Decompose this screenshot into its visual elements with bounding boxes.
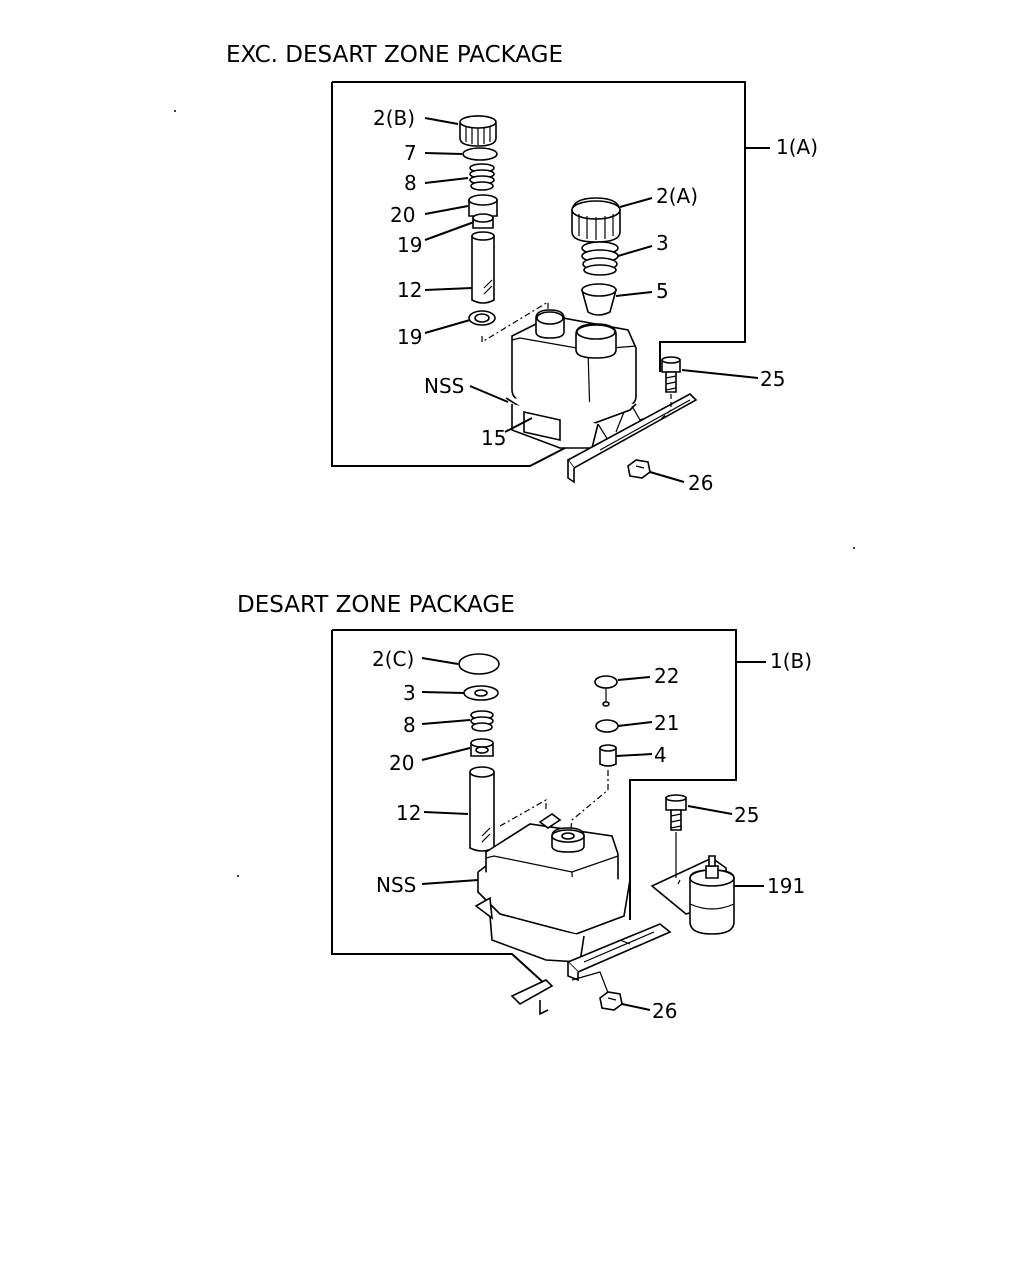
- connector-4: [599, 744, 617, 767]
- pipe-12-bottom: [469, 766, 495, 852]
- label-19-upper: 19: [397, 233, 422, 257]
- grommet-19-lower: [468, 310, 496, 326]
- fitting-20-bottom: [470, 738, 494, 757]
- label-20-bottom: 20: [389, 751, 414, 775]
- label-nss-bottom: NSS: [376, 873, 416, 897]
- label-12: 12: [397, 278, 422, 302]
- spring-8-bottom: [470, 710, 494, 732]
- gasket-7: [462, 147, 498, 161]
- cap-2c: [458, 653, 500, 675]
- label-1a: 1(A): [776, 135, 818, 159]
- label-1b: 1(B): [770, 649, 812, 673]
- label-2c: 2(C): [372, 647, 414, 671]
- label-25-bottom: 25: [734, 803, 759, 827]
- diagram-bottom-title: DESART ZONE PACKAGE: [237, 592, 515, 618]
- washer-21: [595, 719, 619, 733]
- scan-speck: [237, 875, 239, 877]
- nut-26-bottom: [599, 991, 623, 1011]
- label-nss: NSS: [424, 374, 464, 398]
- label-20: 20: [390, 203, 415, 227]
- tank-body-bottom: [474, 813, 631, 963]
- strainer-3: [581, 241, 619, 276]
- label-12-bottom: 12: [396, 801, 421, 825]
- label-15: 15: [481, 426, 506, 450]
- fitting-20: [468, 194, 498, 217]
- nut-26-top: [627, 459, 651, 479]
- scan-speck: [853, 547, 855, 549]
- label-3-bottom: 3: [403, 681, 416, 705]
- label-4: 4: [654, 743, 667, 767]
- assembly-boundary-1a: [331, 81, 746, 467]
- bolt-25-top: [659, 356, 681, 421]
- cap-2b: [459, 115, 497, 147]
- bolt-25-bottom: [665, 794, 687, 878]
- plug-22: [594, 675, 618, 707]
- label-191: 191: [767, 874, 805, 898]
- label-2a: 2(A): [656, 184, 698, 208]
- canister-191: [689, 855, 735, 935]
- label-19-lower: 19: [397, 325, 422, 349]
- diagram-top-title: EXC. DESART ZONE PACKAGE: [226, 42, 563, 68]
- label-7: 7: [404, 141, 417, 165]
- label-26: 26: [688, 471, 713, 495]
- label-5: 5: [656, 279, 669, 303]
- label-26-bottom: 26: [652, 999, 677, 1023]
- tank-body-top: [505, 309, 647, 449]
- grommet-19-upper: [472, 213, 494, 229]
- label-3: 3: [656, 231, 669, 255]
- alignment-line-bottom: [499, 770, 609, 837]
- diagram-bottom: DESART ZONE PACKAGE: [237, 592, 812, 1023]
- assembly-boundary-1b: [331, 629, 737, 985]
- bracket-top: [566, 393, 698, 484]
- scan-speck: [174, 110, 176, 112]
- label-plate-15: [523, 411, 561, 441]
- filter-5: [580, 283, 618, 316]
- pipe-12: [471, 231, 495, 304]
- cap-2a: [571, 197, 621, 243]
- label-8-bottom: 8: [403, 713, 416, 737]
- alignment-line-top: [481, 300, 549, 344]
- label-8: 8: [404, 171, 417, 195]
- diagram-top: EXC. DESART ZONE PACKAGE: [226, 42, 818, 495]
- label-21: 21: [654, 711, 679, 735]
- label-2b: 2(B): [373, 106, 415, 130]
- label-22: 22: [654, 664, 679, 688]
- spring-8: [469, 163, 495, 191]
- washer-3: [463, 685, 499, 701]
- label-25: 25: [760, 367, 785, 391]
